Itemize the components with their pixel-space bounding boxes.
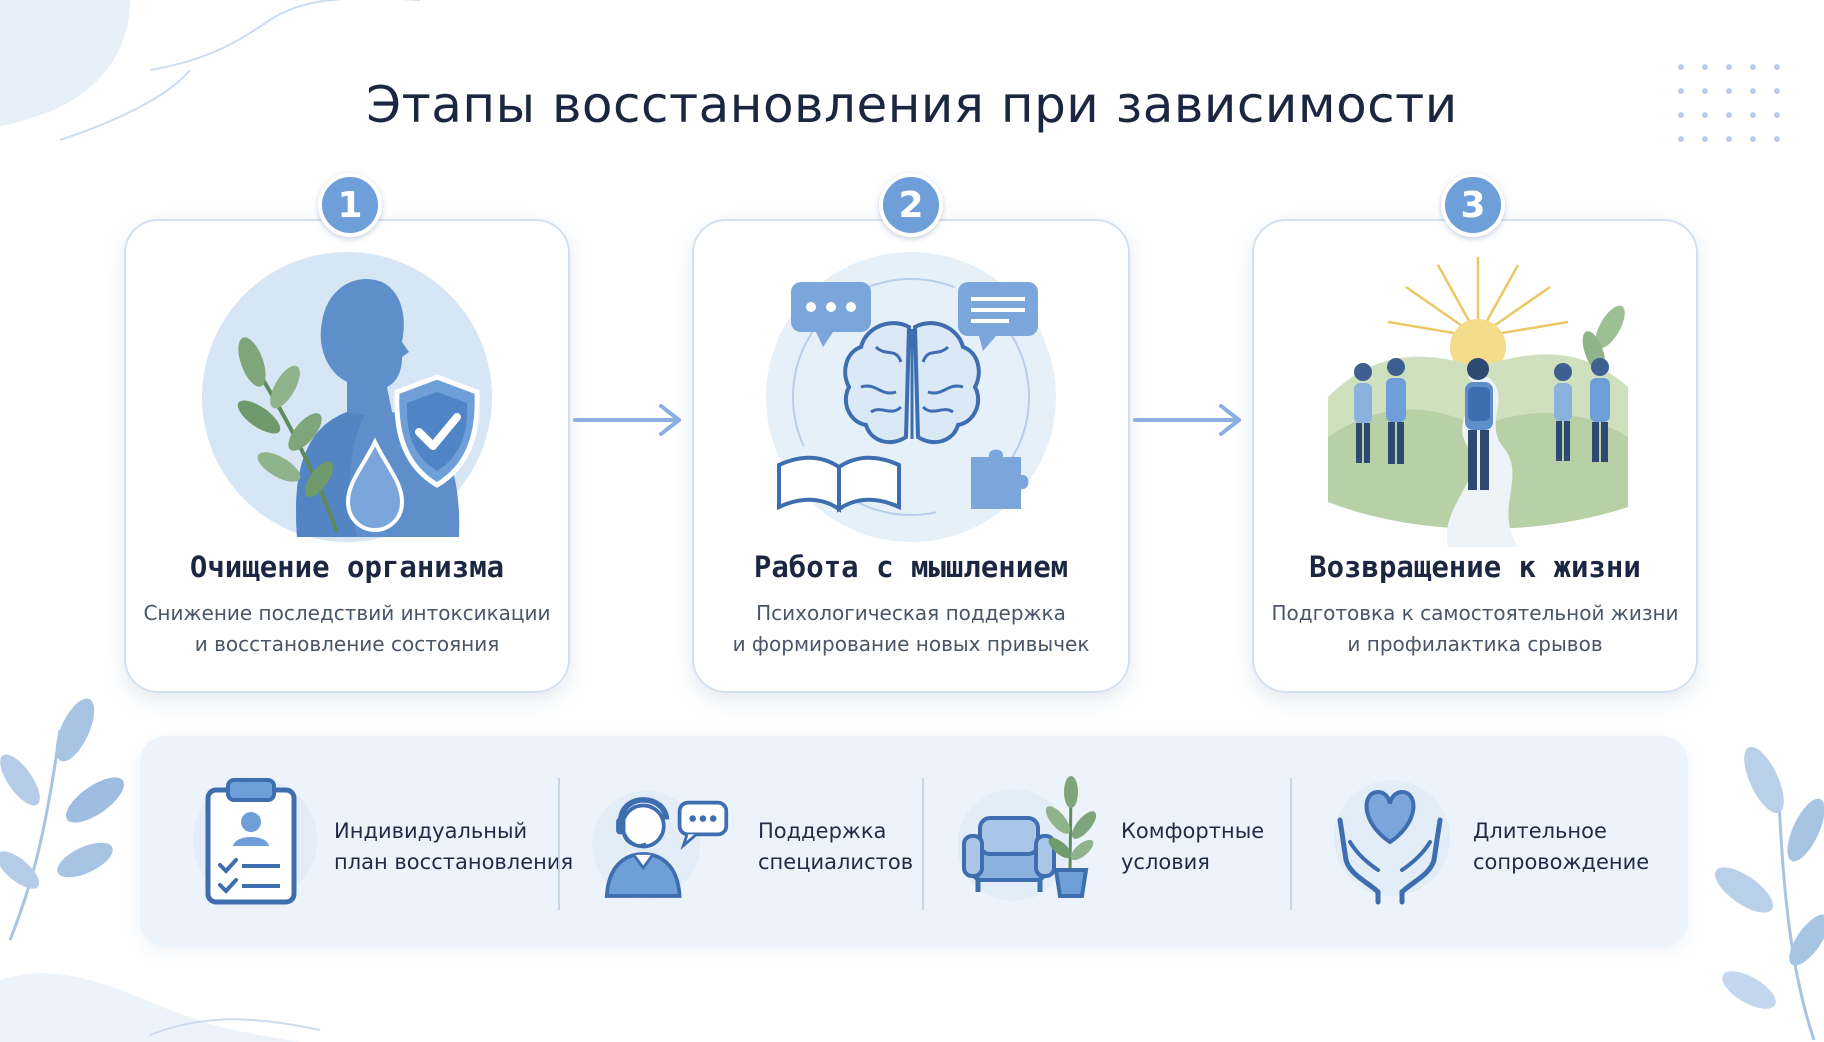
- features-divider: [922, 778, 924, 910]
- brain-icon: [766, 252, 1056, 542]
- grid-dot: [1702, 64, 1708, 70]
- feature-label-specialist-support: Поддержка специалистов: [758, 816, 913, 878]
- leaves-right-decoration: [1715, 746, 1824, 1041]
- feature-label-long-term-support: Длительное сопровождение: [1473, 816, 1649, 878]
- feature-label-line: условия: [1121, 850, 1210, 874]
- stage-description-line: и восстановление состояния: [194, 632, 500, 656]
- grid-dot: [1678, 64, 1684, 70]
- specialist-headset-icon: [591, 790, 729, 899]
- grid-dot: [1750, 136, 1756, 142]
- clipboard-icon: [193, 778, 317, 905]
- leaves-left-decoration: [0, 698, 124, 941]
- grid-dot: [1678, 112, 1684, 118]
- stage-title-2: Работа с мышлением: [753, 550, 1069, 584]
- stage-description-3: Подготовка к самостоятельной жизни и про…: [1252, 598, 1698, 660]
- grid-dot: [1750, 64, 1756, 70]
- arrow-right-icon: [573, 404, 681, 436]
- features-divider: [558, 778, 560, 910]
- feature-label-line: Индивидуальный: [334, 819, 528, 843]
- grid-dot: [1774, 64, 1780, 70]
- stage-description-line: Снижение последствий интоксикации: [143, 601, 551, 625]
- feature-label-individual-plan: Индивидуальный план восстановления: [334, 816, 573, 878]
- heart-hands-icon: [1334, 780, 1450, 905]
- people-path-sunrise-icon: [1328, 257, 1628, 547]
- features-divider: [1290, 778, 1292, 910]
- feature-label-line: Поддержка: [758, 819, 887, 843]
- grid-dot: [1702, 136, 1708, 142]
- stage-number-badge-1: 1: [318, 173, 382, 237]
- stage-description-line: Подготовка к самостоятельной жизни: [1271, 601, 1679, 625]
- feature-label-line: Комфортные: [1121, 819, 1265, 843]
- feature-label-line: Длительное: [1473, 819, 1607, 843]
- grid-dot: [1774, 88, 1780, 94]
- feature-label-comfortable-conditions: Комфортные условия: [1121, 816, 1264, 878]
- person-shield-icon: [202, 252, 492, 542]
- grid-dot: [1678, 136, 1684, 142]
- grid-dot: [1726, 112, 1732, 118]
- grid-dot: [1702, 112, 1708, 118]
- stage-title-1: Очищение организма: [189, 550, 505, 584]
- stage-description-1: Снижение последствий интоксикации и восс…: [124, 598, 570, 660]
- grid-dot: [1678, 88, 1684, 94]
- grid-dot: [1750, 88, 1756, 94]
- stage-description-2: Психологическая поддержка и формирование…: [692, 598, 1130, 660]
- feature-label-line: специалистов: [758, 850, 914, 874]
- armchair-plant-icon: [958, 776, 1097, 901]
- stage-number-badge-2: 2: [879, 173, 943, 237]
- dot-grid-decoration: [1678, 64, 1798, 150]
- arrow-right-icon: [1133, 404, 1241, 436]
- stage-description-line: Психологическая поддержка: [756, 601, 1066, 625]
- stage-description-line: и профилактика срывов: [1347, 632, 1603, 656]
- stage-number-badge-3: 3: [1441, 173, 1505, 237]
- grid-dot: [1774, 112, 1780, 118]
- grid-dot: [1750, 112, 1756, 118]
- grid-dot: [1726, 64, 1732, 70]
- grid-dot: [1726, 136, 1732, 142]
- background-decoration-top-left: [0, 0, 420, 141]
- grid-dot: [1702, 88, 1708, 94]
- grid-dot: [1726, 88, 1732, 94]
- stage-title-3: Возвращение к жизни: [1309, 550, 1641, 584]
- grid-dot: [1774, 136, 1780, 142]
- feature-label-line: сопровождение: [1473, 850, 1650, 874]
- feature-label-line: план восстановления: [334, 850, 574, 874]
- page-title: Этапы восстановления при зависимости: [366, 76, 1458, 134]
- background-decoration-bottom-left: [0, 973, 321, 1042]
- stage-description-line: и формирование новых привычек: [732, 632, 1090, 656]
